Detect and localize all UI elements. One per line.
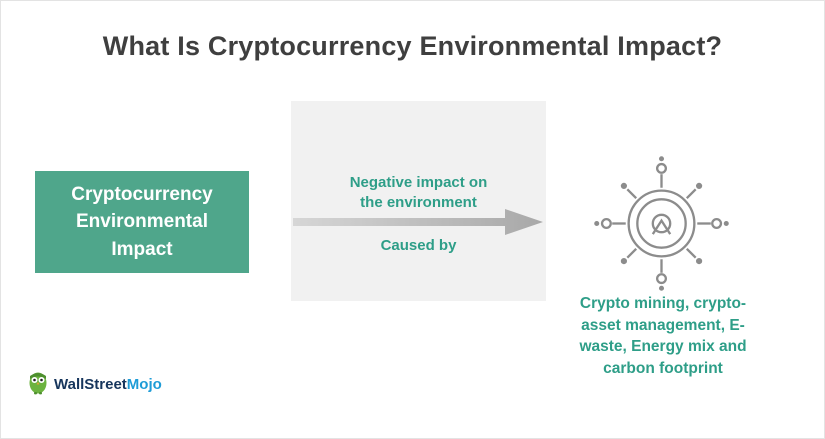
topic-box-line: Environmental xyxy=(76,211,208,233)
topic-box-line: Impact xyxy=(111,238,173,260)
negative-impact-line: the environment xyxy=(360,194,477,212)
page-title: What Is Cryptocurrency Environmental Imp… xyxy=(102,31,723,61)
owl-icon xyxy=(27,369,49,400)
topic-box-line: Cryptocurrency xyxy=(71,183,213,205)
causes-caption-line: waste, Energy mix and xyxy=(579,338,747,356)
causes-caption: Crypto mining, crypto- asset management,… xyxy=(553,293,773,380)
negative-impact-label: Negative impact on the environment xyxy=(301,173,536,214)
brand-name: WallStreetMojo xyxy=(54,376,162,393)
right-arrow-icon xyxy=(293,208,543,236)
crypto-mining-network-icon xyxy=(589,151,734,296)
wallstreetmojo-logo: WallStreetMojo xyxy=(27,369,162,400)
brand-part-wallstreet: WallStreet xyxy=(54,376,127,393)
center-gray-band xyxy=(291,101,546,301)
causes-caption-line: asset management, E- xyxy=(581,316,745,334)
negative-impact-line: Negative impact on xyxy=(349,174,488,191)
topic-box: Cryptocurrency Environmental Impact xyxy=(35,171,249,273)
causes-caption-line: Crypto mining, crypto- xyxy=(579,295,747,312)
causes-caption-line: carbon footprint xyxy=(603,360,723,378)
brand-part-mojo: Mojo xyxy=(126,376,162,393)
caused-by-label: Caused by xyxy=(380,237,457,254)
